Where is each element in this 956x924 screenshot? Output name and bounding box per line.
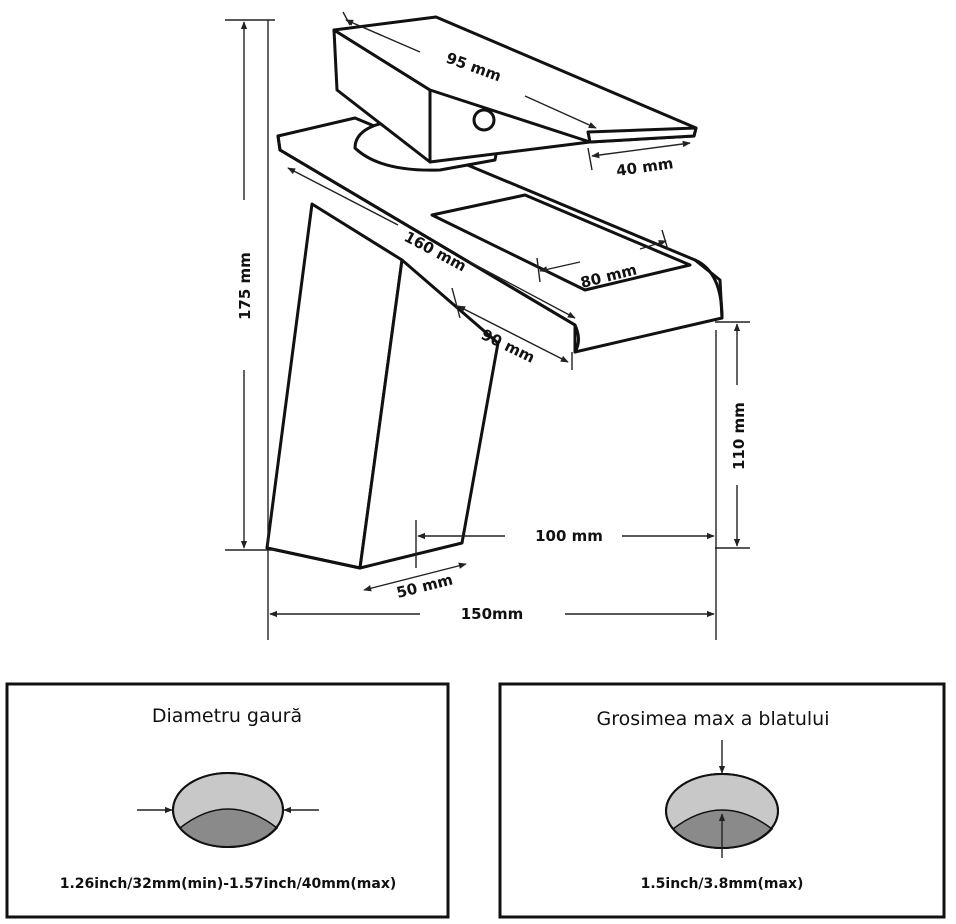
countertop-thickness-panel: Grosimea max a blatului 1.5inch/3.8mm(ma… (498, 682, 946, 919)
dim-total-height: 175 mm (236, 252, 254, 320)
dim-spout-height: 110 mm (730, 402, 748, 470)
countertop-thickness-icon (665, 740, 779, 858)
countertop-thickness-caption: 1.5inch/3.8mm(max) (641, 876, 804, 892)
dimension-lines (225, 11, 750, 640)
faucet-waterfall-plate (430, 193, 692, 292)
faucet-drawing (265, 15, 724, 570)
hole-diameter-caption: 1.26inch/32mm(min)-1.57inch/40mm(max) (60, 876, 397, 892)
dim-handle-width: 40 mm (615, 154, 674, 180)
hole-diameter-icon (137, 772, 319, 848)
hole-diameter-panel: Diametru gaură 1.26inch/32mm(min)-1.57in… (5, 682, 450, 919)
dim-base-depth: 150mm (461, 605, 524, 623)
countertop-thickness-title: Grosimea max a blatului (597, 708, 830, 730)
dim-reach: 100 mm (535, 527, 603, 545)
hole-diameter-title: Diametru gaură (152, 705, 302, 727)
handle-knob-icon (472, 108, 496, 132)
